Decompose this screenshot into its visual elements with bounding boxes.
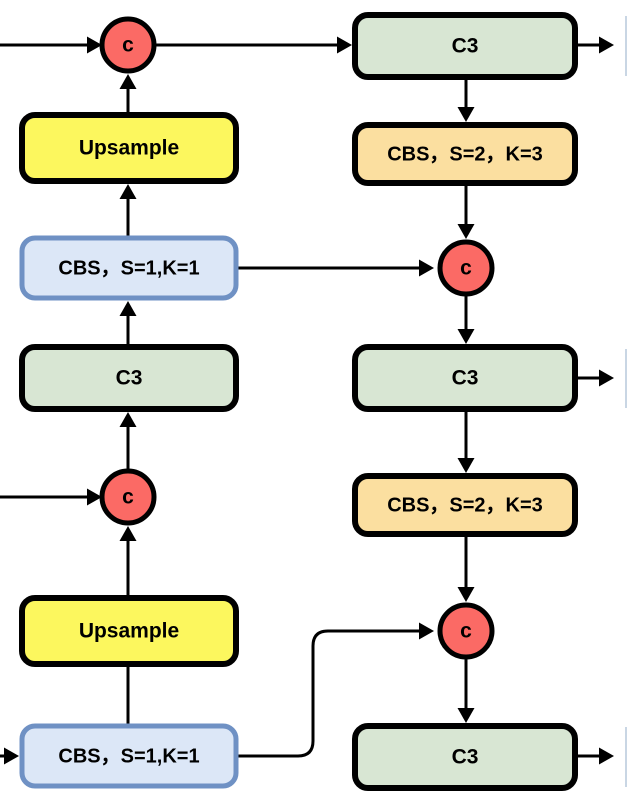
edge-c3mid-to-cbs-s2b-arrowhead: [457, 458, 475, 473]
concat-right-upper-circle[interactable]: [437, 239, 495, 297]
edge-concatmid-to-c3l: [119, 412, 137, 471]
cbs-s1-k1-top-box[interactable]: [19, 235, 239, 301]
edge-upsample-to-concat-arrowhead: [119, 74, 137, 89]
upsample-top-label: Upsample: [79, 137, 179, 160]
edge-cbs-s2-to-concat-arrowhead: [457, 224, 475, 239]
node-c3-right-bottom[interactable]: C3: [352, 723, 578, 791]
edge-upsample-to-concat: [119, 74, 137, 115]
concat-right-lower-circle[interactable]: [437, 602, 495, 660]
edge-cbs2-skip-elbow-line: [236, 629, 431, 758]
node-concat-right-upper[interactable]: c: [437, 239, 495, 297]
edge-c3top-out: [575, 36, 614, 54]
edge-concat-to-c3bottom-arrowhead: [457, 708, 475, 723]
concat-top-left-circle[interactable]: [99, 16, 157, 74]
edge-c3mid-out: [575, 369, 614, 387]
edge-c3mid-out-arrowhead: [599, 369, 614, 387]
concat-mid-left-circle[interactable]: [99, 468, 157, 526]
edge-cbs-s2b-to-concat-arrowhead: [457, 587, 475, 602]
edge-concat-to-c3mid-arrowhead: [457, 329, 475, 344]
concat-mid-left-label: c: [122, 486, 134, 509]
node-cbs-s2-k3-top[interactable]: CBS，S=2，K=3: [352, 122, 578, 186]
edge-cbs2-skip-elbow: [236, 622, 434, 758]
node-c3-right-middle[interactable]: C3: [352, 344, 578, 412]
edge-c3top-to-cbs-s2-arrowhead: [457, 107, 475, 122]
c3-right-bottom-box[interactable]: [352, 723, 578, 791]
edge-in-top-left-arrowhead: [87, 36, 102, 54]
edge-concat-to-c3bottom: [457, 657, 475, 723]
node-c3-left-upper[interactable]: C3: [19, 344, 239, 412]
edge-in-bottom-left: [0, 747, 19, 765]
edge-upsample2-to-concat-arrowhead: [119, 526, 137, 541]
edge-concat-to-c3mid: [457, 294, 475, 344]
edge-c3l-to-cbs1-arrowhead: [119, 301, 137, 316]
node-cbs-s1-k1-top[interactable]: CBS，S=1,K=1: [19, 235, 239, 301]
cbs-s2-k3-top-label: CBS，S=2，K=3: [387, 143, 543, 165]
cbs-s2-k3-bottom-label: CBS，S=2，K=3: [387, 494, 543, 516]
edge-concatmid-to-c3l-arrowhead: [119, 412, 137, 427]
node-concat-right-lower[interactable]: c: [437, 602, 495, 660]
upsample-top-box[interactable]: [19, 112, 239, 184]
c3-right-bottom-label: C3: [452, 746, 479, 769]
node-upsample-bottom[interactable]: Upsample: [19, 595, 239, 667]
cbs-s2-k3-top-box[interactable]: [352, 122, 578, 186]
edge-in-mid-left-arrowhead: [87, 488, 102, 506]
edge-cbs2-skip-elbow-arrowhead: [419, 622, 434, 640]
edge-cbs-s2b-to-concat: [457, 534, 475, 602]
edge-cbs1-skip-right-arrowhead: [419, 259, 434, 277]
edge-upsample2-to-concat: [119, 526, 137, 598]
c3-left-upper-box[interactable]: [19, 344, 239, 412]
edge-c3bottom-out-arrowhead: [599, 747, 614, 765]
edge-in-top-left: [0, 36, 102, 54]
concat-right-upper-label: c: [460, 257, 472, 280]
node-concat-mid-left[interactable]: c: [99, 468, 157, 526]
edge-c3top-to-cbs-s2: [457, 77, 475, 122]
edge-cbs1-to-upsample: [119, 184, 137, 238]
c3-right-middle-box[interactable]: [352, 344, 578, 412]
node-c3-right-top[interactable]: C3: [352, 12, 578, 80]
edge-c3bottom-out: [575, 747, 614, 765]
edge-cbs1-to-upsample-arrowhead: [119, 184, 137, 199]
node-cbs-s1-k1-bottom[interactable]: CBS，S=1,K=1: [19, 723, 239, 789]
edge-c3l-to-cbs1: [119, 301, 137, 347]
cbs-s1-k1-bottom-label: CBS，S=1,K=1: [58, 745, 199, 767]
concat-right-lower-label: c: [460, 620, 472, 643]
cbs-s1-k1-top-label: CBS，S=1,K=1: [58, 257, 199, 279]
node-cbs-s2-k3-bottom[interactable]: CBS，S=2，K=3: [352, 473, 578, 537]
node-concat-top-left[interactable]: c: [99, 16, 157, 74]
upsample-bottom-label: Upsample: [79, 620, 179, 643]
edge-layer: [0, 36, 614, 765]
upsample-bottom-box[interactable]: [19, 595, 239, 667]
edge-in-mid-left: [0, 488, 102, 506]
c3-right-middle-label: C3: [452, 367, 479, 390]
node-upsample-top[interactable]: Upsample: [19, 112, 239, 184]
cbs-s2-k3-bottom-box[interactable]: [352, 473, 578, 537]
c3-right-top-label: C3: [452, 35, 479, 58]
edge-in-bottom-left-arrowhead: [4, 747, 19, 765]
c3-left-upper-label: C3: [116, 367, 143, 390]
edge-concat-to-c3-top: [154, 36, 352, 54]
c3-right-top-box[interactable]: [352, 12, 578, 80]
edge-cbs1-skip-right: [236, 259, 434, 277]
node-layer: cUpsampleCBS，S=1,K=1C3cUpsampleCBS，S=1,K…: [19, 12, 578, 791]
edge-c3mid-to-cbs-s2b: [457, 409, 475, 473]
edge-concat-to-c3-top-arrowhead: [337, 36, 352, 54]
cbs-s1-k1-bottom-box[interactable]: [19, 723, 239, 789]
edge-cbs-s2-to-concat: [457, 183, 475, 239]
concat-top-left-label: c: [122, 34, 134, 57]
edge-c3top-out-arrowhead: [599, 36, 614, 54]
